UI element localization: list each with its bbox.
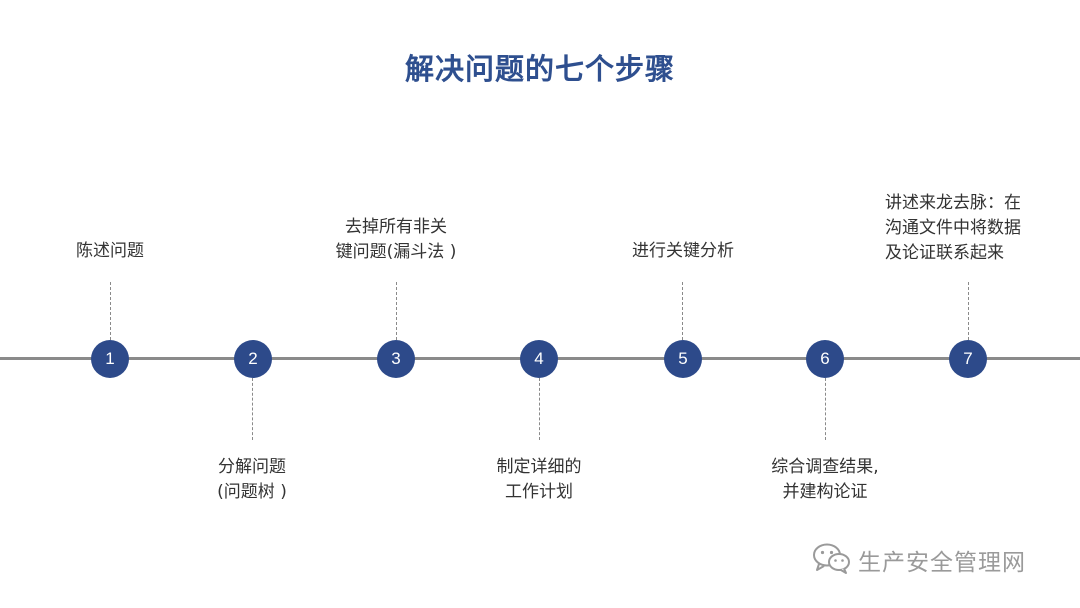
step-1-label: 陈述问题 (76, 241, 144, 261)
step-6-connector (825, 378, 826, 440)
watermark-text: 生产安全管理网 (858, 550, 1026, 576)
step-7-node: 7 (949, 340, 987, 378)
step-4-connector (539, 378, 540, 440)
step-5-node: 5 (664, 340, 702, 378)
step-5-connector (682, 282, 683, 340)
step-2-node: 2 (234, 340, 272, 378)
step-2-label: 分解问题 (问题树 ) (217, 457, 287, 502)
step-7-connector (968, 282, 969, 340)
step-4-label: 制定详细的 工作计划 (496, 457, 582, 502)
step-1-connector (110, 282, 111, 340)
step-6-node: 6 (806, 340, 844, 378)
wechat-icon (812, 541, 852, 579)
step-3-node: 3 (377, 340, 415, 378)
step-3-label: 去掉所有非关 键问题(漏斗法 ) (335, 217, 457, 262)
step-1-node: 1 (91, 340, 129, 378)
watermark: 生产安全管理网 (812, 542, 1026, 578)
step-7-label: 讲述来龙去脉：在 沟通文件中将数据 及论证联系起来 (885, 193, 1021, 263)
page-title: 解决问题的七个步骤 (404, 52, 675, 86)
step-6-label: 综合调查结果, 并建构论证 (771, 457, 879, 502)
step-3-connector (396, 282, 397, 340)
step-4-node: 4 (520, 340, 558, 378)
step-5-label: 进行关键分析 (632, 241, 734, 261)
step-2-connector (252, 378, 253, 440)
